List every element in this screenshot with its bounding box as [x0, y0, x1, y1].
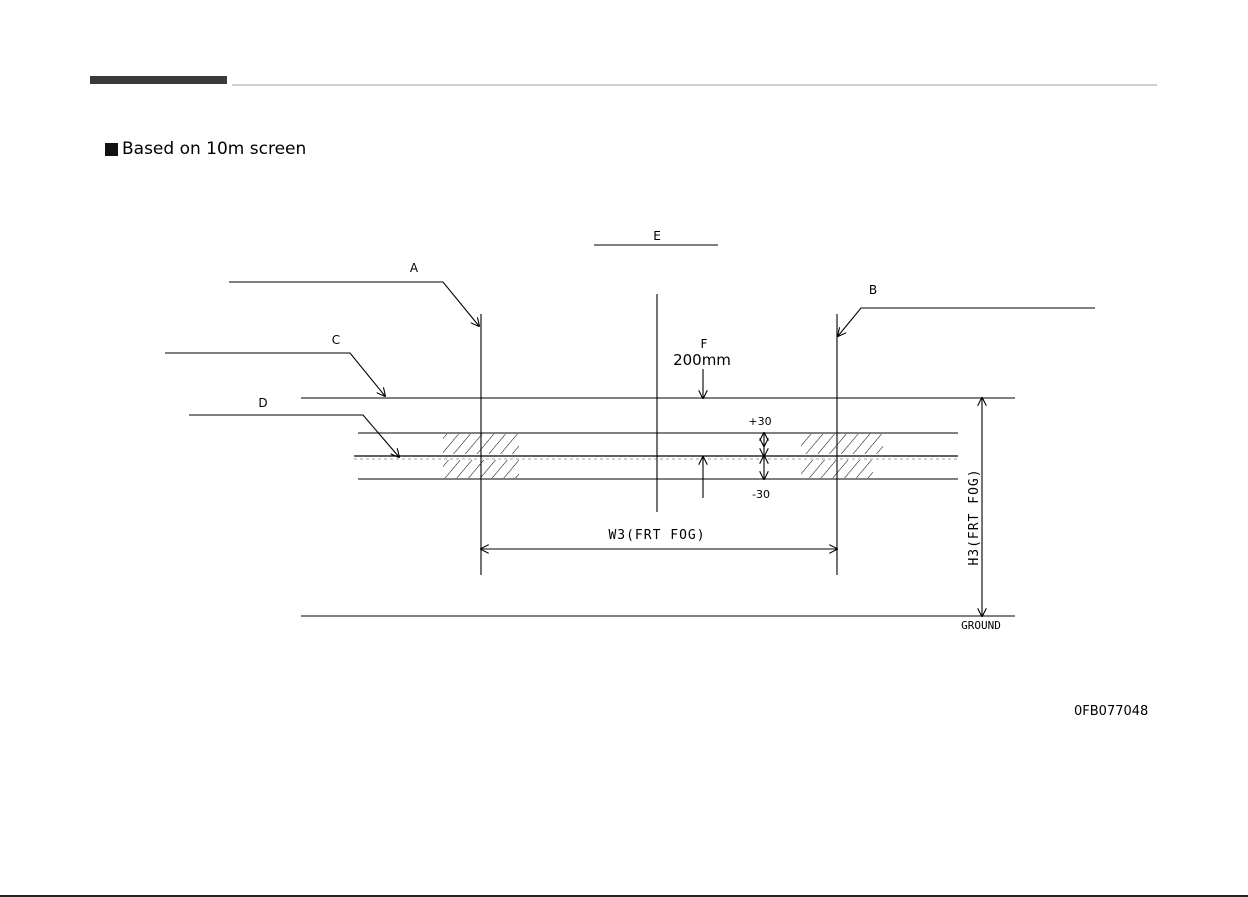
figure-code: 0FB077048: [1074, 704, 1148, 719]
label-f: F: [701, 337, 708, 351]
label-d: D: [258, 396, 267, 410]
label-f-value: 200mm: [673, 351, 731, 369]
leader-a: [229, 282, 479, 326]
label-width: W3(FRT FOG): [608, 528, 705, 543]
label-height: H3(FRT FOG): [967, 468, 982, 565]
leader-b: [838, 308, 1095, 336]
leader-c: [165, 353, 385, 396]
label-c: C: [332, 333, 340, 347]
leader-d: [189, 415, 399, 457]
label-ground: GROUND: [961, 619, 1001, 632]
label-a: A: [410, 261, 419, 275]
label-minus30: -30: [752, 488, 770, 501]
label-b: B: [869, 283, 877, 297]
label-e: E: [653, 229, 661, 243]
label-plus30: +30: [748, 415, 771, 428]
